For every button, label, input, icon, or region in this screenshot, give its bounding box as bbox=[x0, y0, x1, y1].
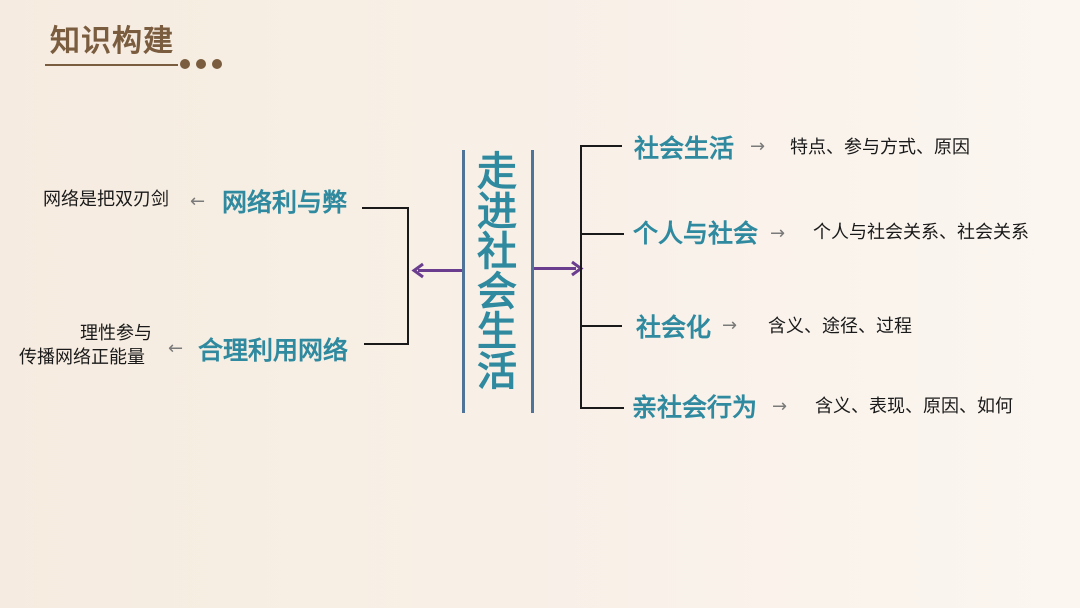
thin-arrow-left-icon: ← bbox=[190, 191, 206, 212]
right-bracket-branch-4 bbox=[580, 407, 624, 409]
left-detail-2a: 理性参与 bbox=[80, 323, 152, 344]
left-bracket-vertical bbox=[407, 207, 409, 345]
center-topic: 走进社会生活 bbox=[470, 150, 516, 390]
right-bracket-branch-1 bbox=[580, 145, 622, 147]
left-node-network-pros-cons: 网络利与弊 bbox=[222, 188, 348, 217]
right-bracket-branch-3 bbox=[580, 325, 622, 327]
right-detail-3: 含义、途径、过程 bbox=[768, 316, 912, 337]
left-node-use-network-wisely: 合理利用网络 bbox=[198, 336, 349, 365]
right-detail-2: 个人与社会关系、社会关系 bbox=[813, 222, 1029, 243]
center-left-bar bbox=[462, 150, 465, 413]
right-node-socialization: 社会化 bbox=[636, 313, 712, 342]
decorative-dot-icon bbox=[180, 59, 190, 69]
page-title: 知识构建 bbox=[50, 24, 174, 59]
left-detail-2b: 传播网络正能量 bbox=[19, 347, 145, 368]
decorative-dot-icon bbox=[196, 59, 206, 69]
thin-arrow-left-icon: ← bbox=[168, 338, 184, 359]
left-connector-line bbox=[418, 269, 462, 272]
right-detail-1: 特点、参与方式、原因 bbox=[790, 137, 970, 158]
right-node-social-life: 社会生活 bbox=[634, 134, 735, 163]
left-detail-1: 网络是把双刃剑 bbox=[43, 189, 169, 210]
thin-arrow-right-icon: → bbox=[772, 396, 788, 417]
left-bracket-top bbox=[362, 207, 409, 209]
arrow-left-icon bbox=[411, 262, 424, 279]
right-connector-line bbox=[534, 267, 576, 270]
center-right-bar bbox=[531, 150, 534, 413]
title-underline bbox=[45, 64, 178, 66]
thin-arrow-right-icon: → bbox=[722, 315, 738, 336]
right-bracket-vertical bbox=[580, 145, 582, 409]
right-bracket-branch-2 bbox=[580, 233, 624, 235]
thin-arrow-right-icon: → bbox=[750, 136, 766, 157]
left-bracket-bottom bbox=[364, 343, 409, 345]
right-node-prosocial-behavior: 亲社会行为 bbox=[632, 393, 758, 422]
right-detail-4: 含义、表现、原因、如何 bbox=[815, 396, 1013, 417]
decorative-dot-icon bbox=[212, 59, 222, 69]
right-node-individual-society: 个人与社会 bbox=[633, 219, 759, 248]
thin-arrow-right-icon: → bbox=[770, 223, 786, 244]
